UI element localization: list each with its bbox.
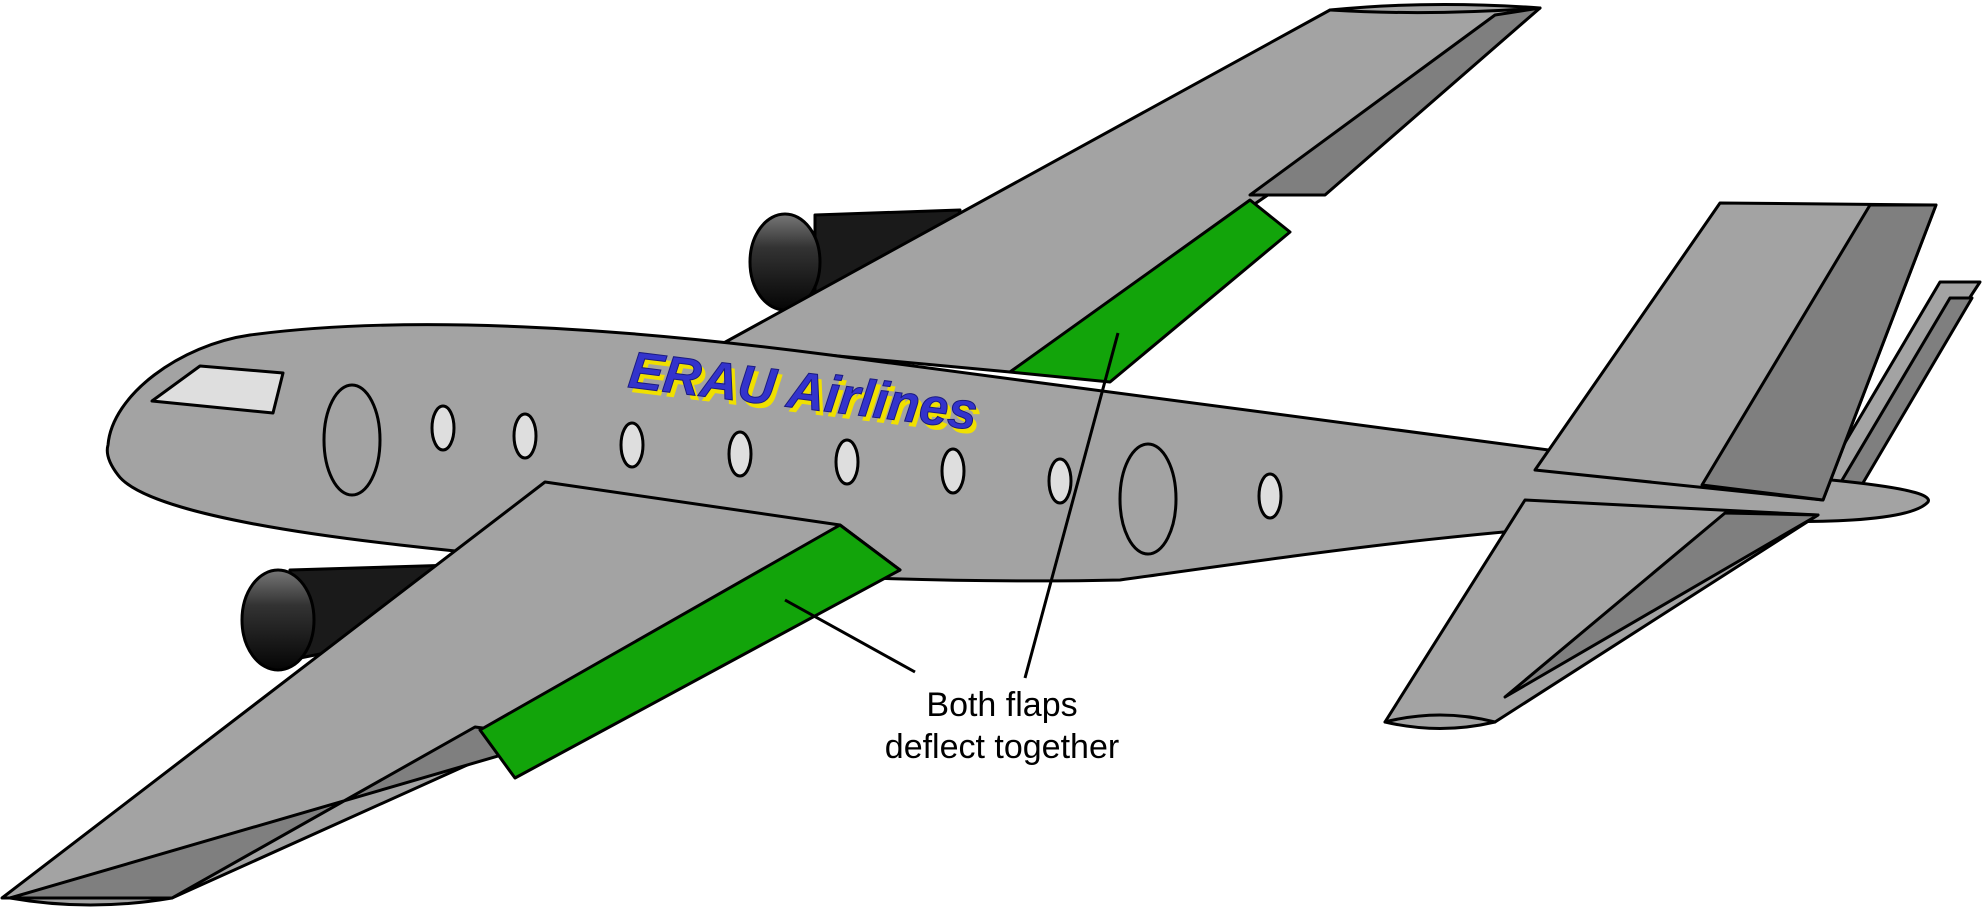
window: [834, 438, 860, 486]
leader-line-lower-flap: [784, 598, 916, 674]
annotation-line-2: deflect together: [885, 728, 1119, 766]
lower-horizontal-stabilizer: [1383, 498, 1820, 730]
window: [940, 447, 966, 495]
upper-wing: [718, 2, 1542, 384]
lower-elevator: [1503, 511, 1820, 699]
upper-horizontal-stabilizer: [1533, 201, 1938, 502]
front-door: [322, 383, 382, 497]
upper-elevator: [1700, 203, 1938, 502]
window: [512, 412, 538, 460]
window: [430, 404, 456, 452]
flap-annotation: Both flaps deflect together: [885, 686, 1119, 766]
upper-aileron: [1248, 6, 1542, 197]
rear-door: [1118, 442, 1178, 556]
lower-wing: [0, 480, 902, 907]
window: [1047, 457, 1073, 505]
leader-line-upper-flap: [1023, 332, 1120, 679]
cabin-windows: [430, 404, 1283, 520]
window: [1257, 472, 1283, 520]
window: [727, 430, 753, 478]
annotation-line-1: Both flaps: [926, 686, 1077, 724]
cockpit-window: [150, 364, 285, 415]
upper-flap: [1008, 198, 1292, 384]
lower-flap: [478, 523, 902, 780]
window: [619, 421, 645, 469]
